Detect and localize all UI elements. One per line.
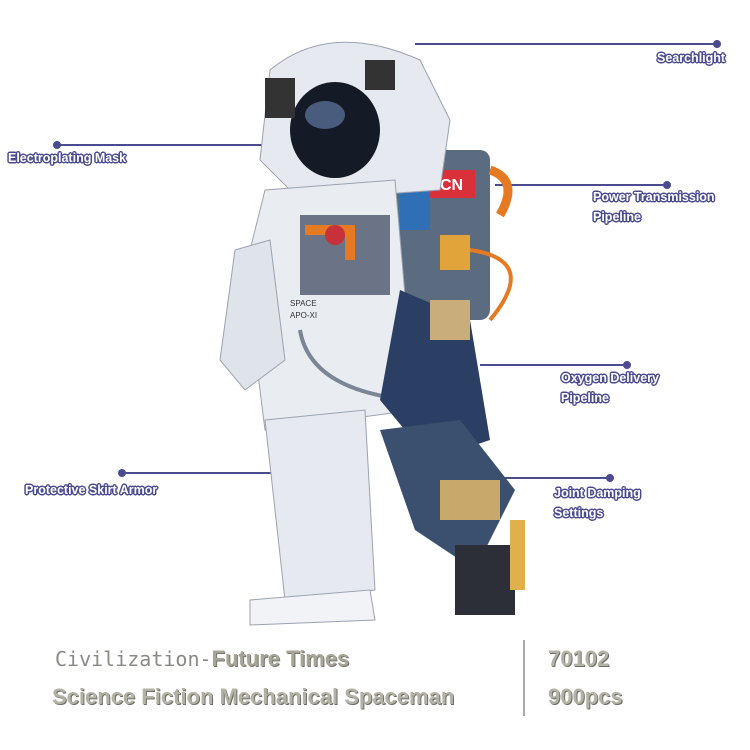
visor [290, 82, 380, 178]
chest-text-space: SPACE [290, 299, 317, 308]
callout-protective-skirt-armor: Protective Skirt Armor [25, 483, 158, 497]
callout-line-2: Pipeline [561, 391, 609, 405]
divider [523, 640, 525, 716]
callout-lines [53, 40, 721, 482]
callout-line-1: Power Transmission [593, 190, 715, 204]
callout-line-1: Oxygen Delivery [561, 371, 659, 385]
callout-oxygen-delivery: Oxygen Delivery Pipeline [561, 368, 659, 408]
callout-joint-damping: Joint Damping Settings [554, 483, 641, 523]
power-pipe [488, 165, 513, 218]
series-name: Future Times [211, 646, 350, 671]
mech-foot [455, 545, 515, 615]
model-number: 70102 [548, 646, 610, 671]
series-title: Civilization-Future Times [55, 646, 349, 672]
chest-text-apo: APO-XI [290, 311, 317, 320]
series-prefix: Civilization- [55, 647, 212, 671]
callout-line-1: Joint Damping [554, 486, 641, 500]
callout-power-transmission: Power Transmission Pipeline [593, 187, 715, 227]
cn-badge-text: CN [440, 177, 463, 194]
callout-line-2: Settings [554, 506, 604, 520]
left-leg [264, 409, 376, 601]
piece-count: 900pcs [548, 684, 623, 709]
left-arm [219, 239, 286, 391]
callout-electroplating-mask: Electroplating Mask [8, 151, 127, 165]
product-title: Science Fiction Mechanical Spaceman [52, 684, 455, 709]
callout-searchlight: Searchlight [657, 51, 726, 65]
callout-line-2: Pipeline [593, 210, 641, 224]
